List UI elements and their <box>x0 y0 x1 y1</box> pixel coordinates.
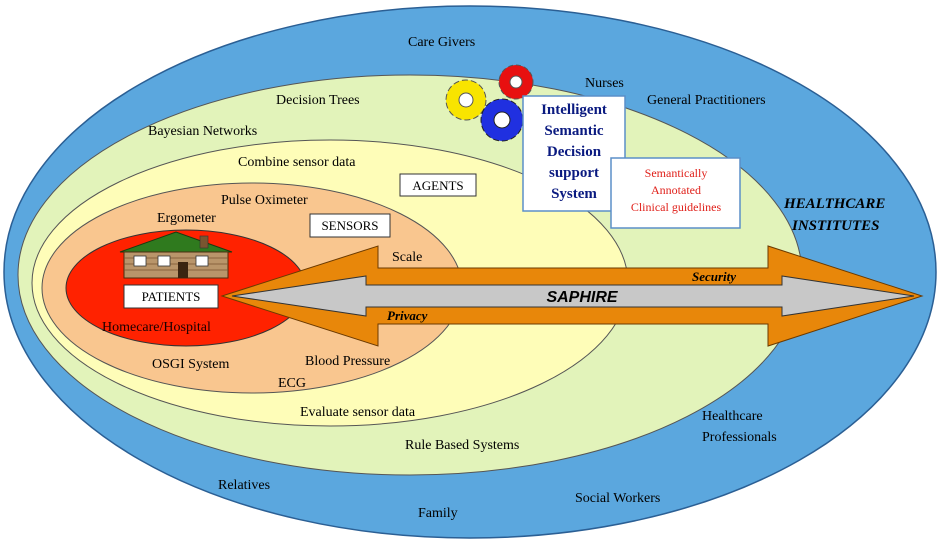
gear-red-icon <box>498 64 534 100</box>
label-healthcare-professionals-2: Professionals <box>702 430 777 445</box>
label-blood-pressure: Blood Pressure <box>305 354 390 369</box>
label-agents: AGENTS <box>412 178 463 193</box>
gear-yellow-icon <box>445 79 487 121</box>
label-saphire: SAPHIRE <box>546 289 618 306</box>
guidelines-box <box>610 157 741 229</box>
label-healthcare-professionals-1: Healthcare <box>702 409 763 424</box>
sensors-box <box>309 213 391 238</box>
label-care-givers: Care Givers <box>408 35 475 50</box>
label-relatives: Relatives <box>218 478 270 493</box>
gear-blue-icon <box>480 98 524 142</box>
dss-line-1: Intelligent <box>541 102 607 118</box>
dss-box <box>522 95 626 212</box>
guidelines-line-1: Semantically <box>645 166 708 180</box>
label-healthcare-institutes-2: INSTITUTES <box>791 218 880 234</box>
dss-line-4: support <box>549 165 599 181</box>
patients-box <box>123 284 219 309</box>
label-scale: Scale <box>392 250 422 265</box>
label-evaluate-sensor-data: Evaluate sensor data <box>300 405 416 420</box>
label-social-workers: Social Workers <box>575 491 660 506</box>
label-ecg: ECG <box>278 376 306 391</box>
gray-double-arrow <box>231 275 915 317</box>
dss-line-5: System <box>551 186 597 202</box>
label-decision-trees: Decision Trees <box>276 93 360 108</box>
label-combine-sensor-data: Combine sensor data <box>238 155 356 170</box>
label-sensors: SENSORS <box>321 218 378 233</box>
dss-line-3: Decision <box>547 144 602 160</box>
label-osgi-system: OSGI System <box>152 357 230 372</box>
guidelines-line-3: Clinical guidelines <box>631 200 722 214</box>
label-ergometer: Ergometer <box>157 211 216 226</box>
label-homecare-hospital: Homecare/Hospital <box>102 320 211 335</box>
house-icon <box>119 231 233 279</box>
label-healthcare-institutes-1: HEALTHCARE <box>783 196 885 212</box>
label-nurses: Nurses <box>585 76 624 91</box>
label-security: Security <box>692 269 736 284</box>
label-bayesian-networks: Bayesian Networks <box>148 124 257 139</box>
agents-box <box>399 173 477 197</box>
label-patients: PATIENTS <box>142 289 201 304</box>
label-family: Family <box>418 506 458 521</box>
label-general-practitioners: General Practitioners <box>647 93 766 108</box>
label-privacy: Privacy <box>387 308 428 323</box>
dss-line-2: Semantic <box>544 123 604 139</box>
guidelines-line-2: Annotated <box>651 183 701 197</box>
label-pulse-oximeter: Pulse Oximeter <box>221 193 308 208</box>
label-rule-based-systems: Rule Based Systems <box>405 438 519 453</box>
